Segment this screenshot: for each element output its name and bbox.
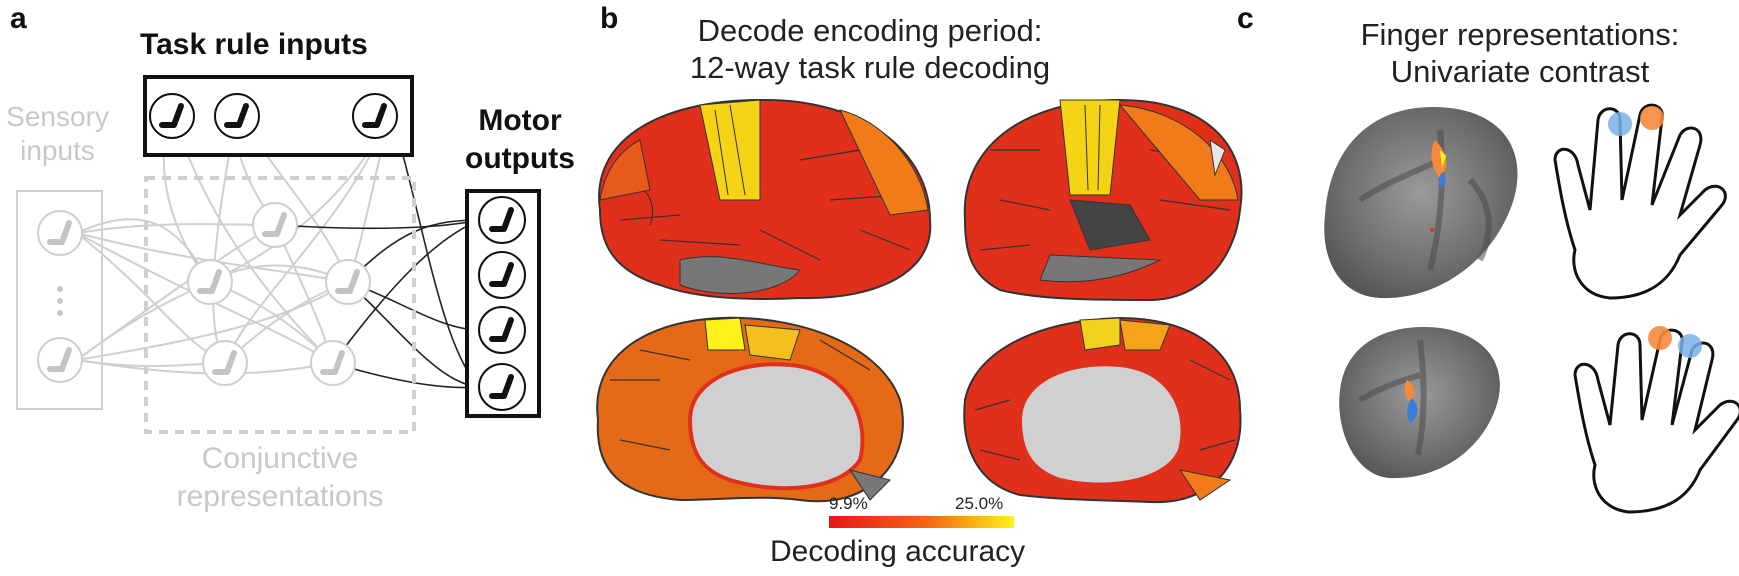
sensory-inputs-line1: Sensory [6,101,109,132]
conjunctive-unit [310,340,356,386]
panel-c-title-line2: Univariate contrast [1390,54,1650,89]
finger-marker-cool [1678,334,1702,358]
hand-outline-top [1553,103,1727,300]
panel-b-title-line2: 12-way task rule decoding [689,50,1051,85]
conjunctive-line1: Conjunctive [201,442,359,475]
motor-unit-1 [478,196,526,244]
finger-marker-cool [1608,112,1632,136]
sensory-inputs-line2: inputs [20,135,95,166]
panel-b-title-line1: Decode encoding period: [697,13,1043,48]
conjunctive-unit [202,340,248,386]
task-rule-unit-1 [149,93,195,139]
cortex-surface-bottom [1339,327,1500,479]
conjunctive-line2: representations [176,480,384,513]
panel-a-letter: a [10,2,27,35]
sensory-vertical-dots [57,286,63,316]
panel-c-title: Finger representations: Univariate contr… [1305,16,1735,90]
cortex-surface-top [1324,106,1518,299]
colorbar-title: Decoding accuracy [770,535,1026,568]
panel-c-letter: c [1237,2,1254,35]
colorbar-min-label: 9.9% [829,494,868,513]
colorbar-max-label: 25.0% [955,494,1004,513]
motor-unit-2 [478,251,526,299]
conjunctive-unit [325,259,371,305]
panel-c-title-line1: Finger representations: [1360,17,1680,52]
motor-outputs-line2: outputs [465,142,575,175]
task-rule-unit-3 [352,93,398,139]
conjunctive-representations-label: Conjunctive representations [150,440,410,516]
panel-b-title: Decode encoding period: 12-way task rule… [640,12,1100,86]
motor-unit-3 [478,306,526,354]
panel-b-letter: b [600,2,619,35]
sensory-unit-1 [37,210,83,256]
brain-medial-left [596,316,904,503]
sensory-inputs-label: Sensory inputs [0,100,115,168]
conjunctive-unit [252,202,298,248]
colorbar [829,516,1014,528]
conjunctive-unit [187,259,233,305]
brain-lateral-right [963,98,1243,302]
motor-outputs-label: Motor outputs [455,102,585,178]
motor-unit-4 [478,363,526,411]
conjunctive-box [144,176,416,434]
task-rule-inputs-label: Task rule inputs [140,28,368,61]
brain-medial-right [963,316,1242,504]
finger-marker-warm [1648,326,1672,350]
sensory-input-box [16,190,103,410]
motor-outputs-line1: Motor [478,104,562,137]
sensory-unit-2 [37,337,83,383]
finger-marker-warm [1640,106,1664,130]
task-rule-unit-2 [214,93,260,139]
brain-lateral-left [598,98,932,300]
hand-outline-bottom [1573,326,1739,514]
